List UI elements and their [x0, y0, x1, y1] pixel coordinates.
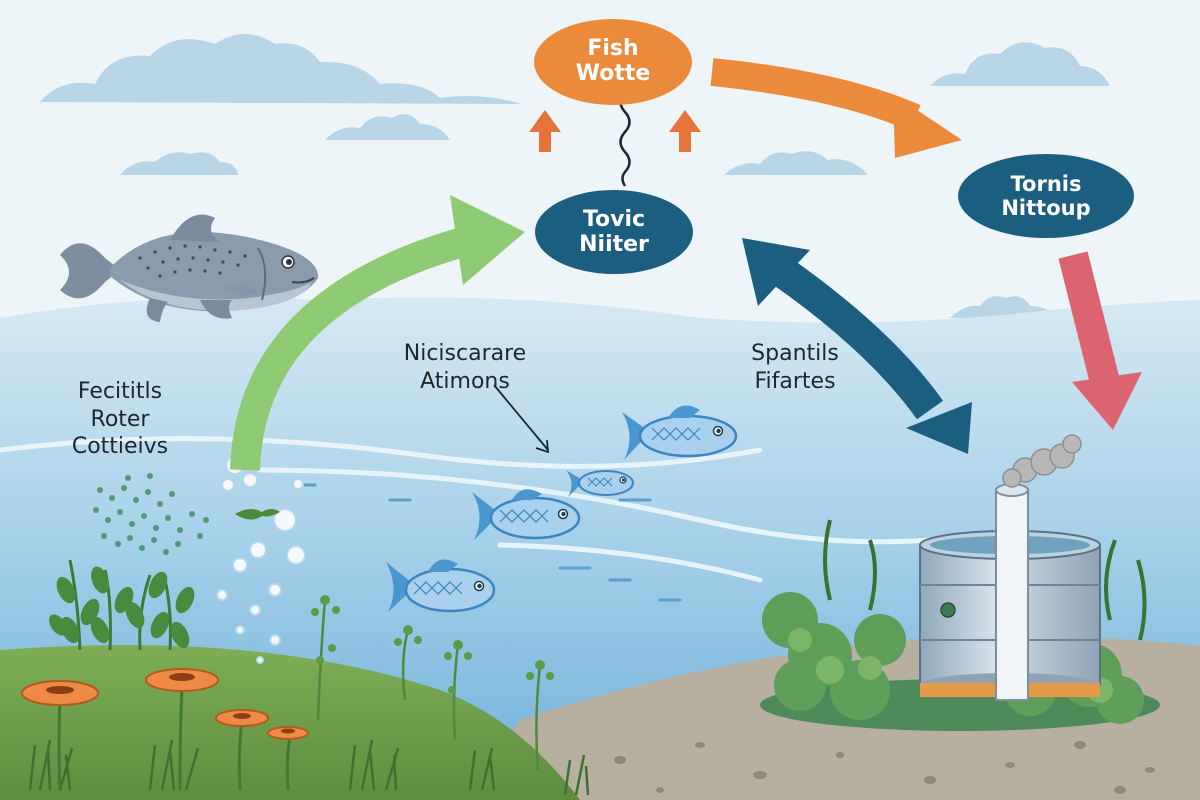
- small-plant-sprig: [235, 508, 280, 520]
- squiggle-connector: [619, 91, 631, 187]
- grassy-hill: [0, 645, 580, 800]
- label-right-line1: Spantils: [751, 341, 839, 366]
- pointer-line: [493, 384, 549, 451]
- clouds: [40, 34, 1110, 318]
- blue-fish-2: [566, 470, 634, 497]
- red-arrow-head: [1072, 372, 1142, 430]
- label-right: Spantils Fifartes: [720, 340, 870, 395]
- node-toxic-nitrite: Tovic Niiter: [535, 207, 693, 258]
- node-tornis-nitroup-line2: Nittoup: [1001, 196, 1091, 221]
- node-fish-waste-shape: [534, 19, 692, 105]
- steam: [1002, 434, 1082, 488]
- node-fish-waste-line1: Fish: [587, 36, 639, 61]
- label-middle-line2: Atimons: [420, 368, 510, 394]
- left-aquatic-plants: [49, 559, 195, 651]
- blue-arrow-head-top: [742, 238, 810, 306]
- salmon-fish: [60, 214, 319, 322]
- flowering-stems: [311, 595, 554, 771]
- node-tornis-nitroup-shape: [958, 154, 1134, 238]
- label-middle-line1: Niciscarare: [403, 341, 527, 366]
- orange-flowers: [21, 668, 309, 791]
- up-arrows: [529, 110, 701, 152]
- blue-fish-1: [622, 405, 738, 460]
- blue-fish-3: [472, 489, 581, 540]
- node-tornis-nitroup-line1: Tornis: [1010, 172, 1082, 196]
- label-left-line2: Roter: [90, 406, 150, 432]
- label-left-line3: Cottieivs: [71, 434, 169, 459]
- blue-arrow-head-bottom: [906, 402, 972, 454]
- label-right-line2: Fifartes: [754, 368, 836, 394]
- label-middle: Niciscarare Atimons: [355, 340, 575, 395]
- node-fish-waste: Fish Wotte: [534, 36, 692, 87]
- orange-arrow-head: [893, 94, 962, 158]
- water-ripples: [0, 436, 933, 583]
- blue-fish-4: [386, 559, 496, 613]
- node-fish-waste-line2: Wotte: [575, 61, 651, 87]
- tank-pipe: [995, 483, 1029, 701]
- pointer-arrowhead: [535, 439, 550, 454]
- green-arrow-shaft: [230, 225, 474, 471]
- red-arrow-shaft: [1058, 251, 1120, 386]
- green-arrow-head: [450, 195, 525, 285]
- node-toxic-nitrite-shape: [535, 190, 693, 274]
- node-toxic-nitrite-line1: Tovic: [582, 207, 646, 232]
- nutrient-particles: [93, 473, 209, 555]
- water-dashes: [298, 483, 682, 602]
- label-left: Fecititls Roter Cottieivs: [40, 378, 200, 461]
- node-tornis-nitroup: Tornis Nittoup: [958, 172, 1134, 220]
- ground-pebbles: [614, 741, 1155, 794]
- blue-double-arrow-shaft: [770, 256, 944, 420]
- grass-tufts: [28, 739, 590, 796]
- node-toxic-nitrite-line2: Niiter: [579, 232, 649, 258]
- label-left-line1: Fecititls: [77, 379, 163, 404]
